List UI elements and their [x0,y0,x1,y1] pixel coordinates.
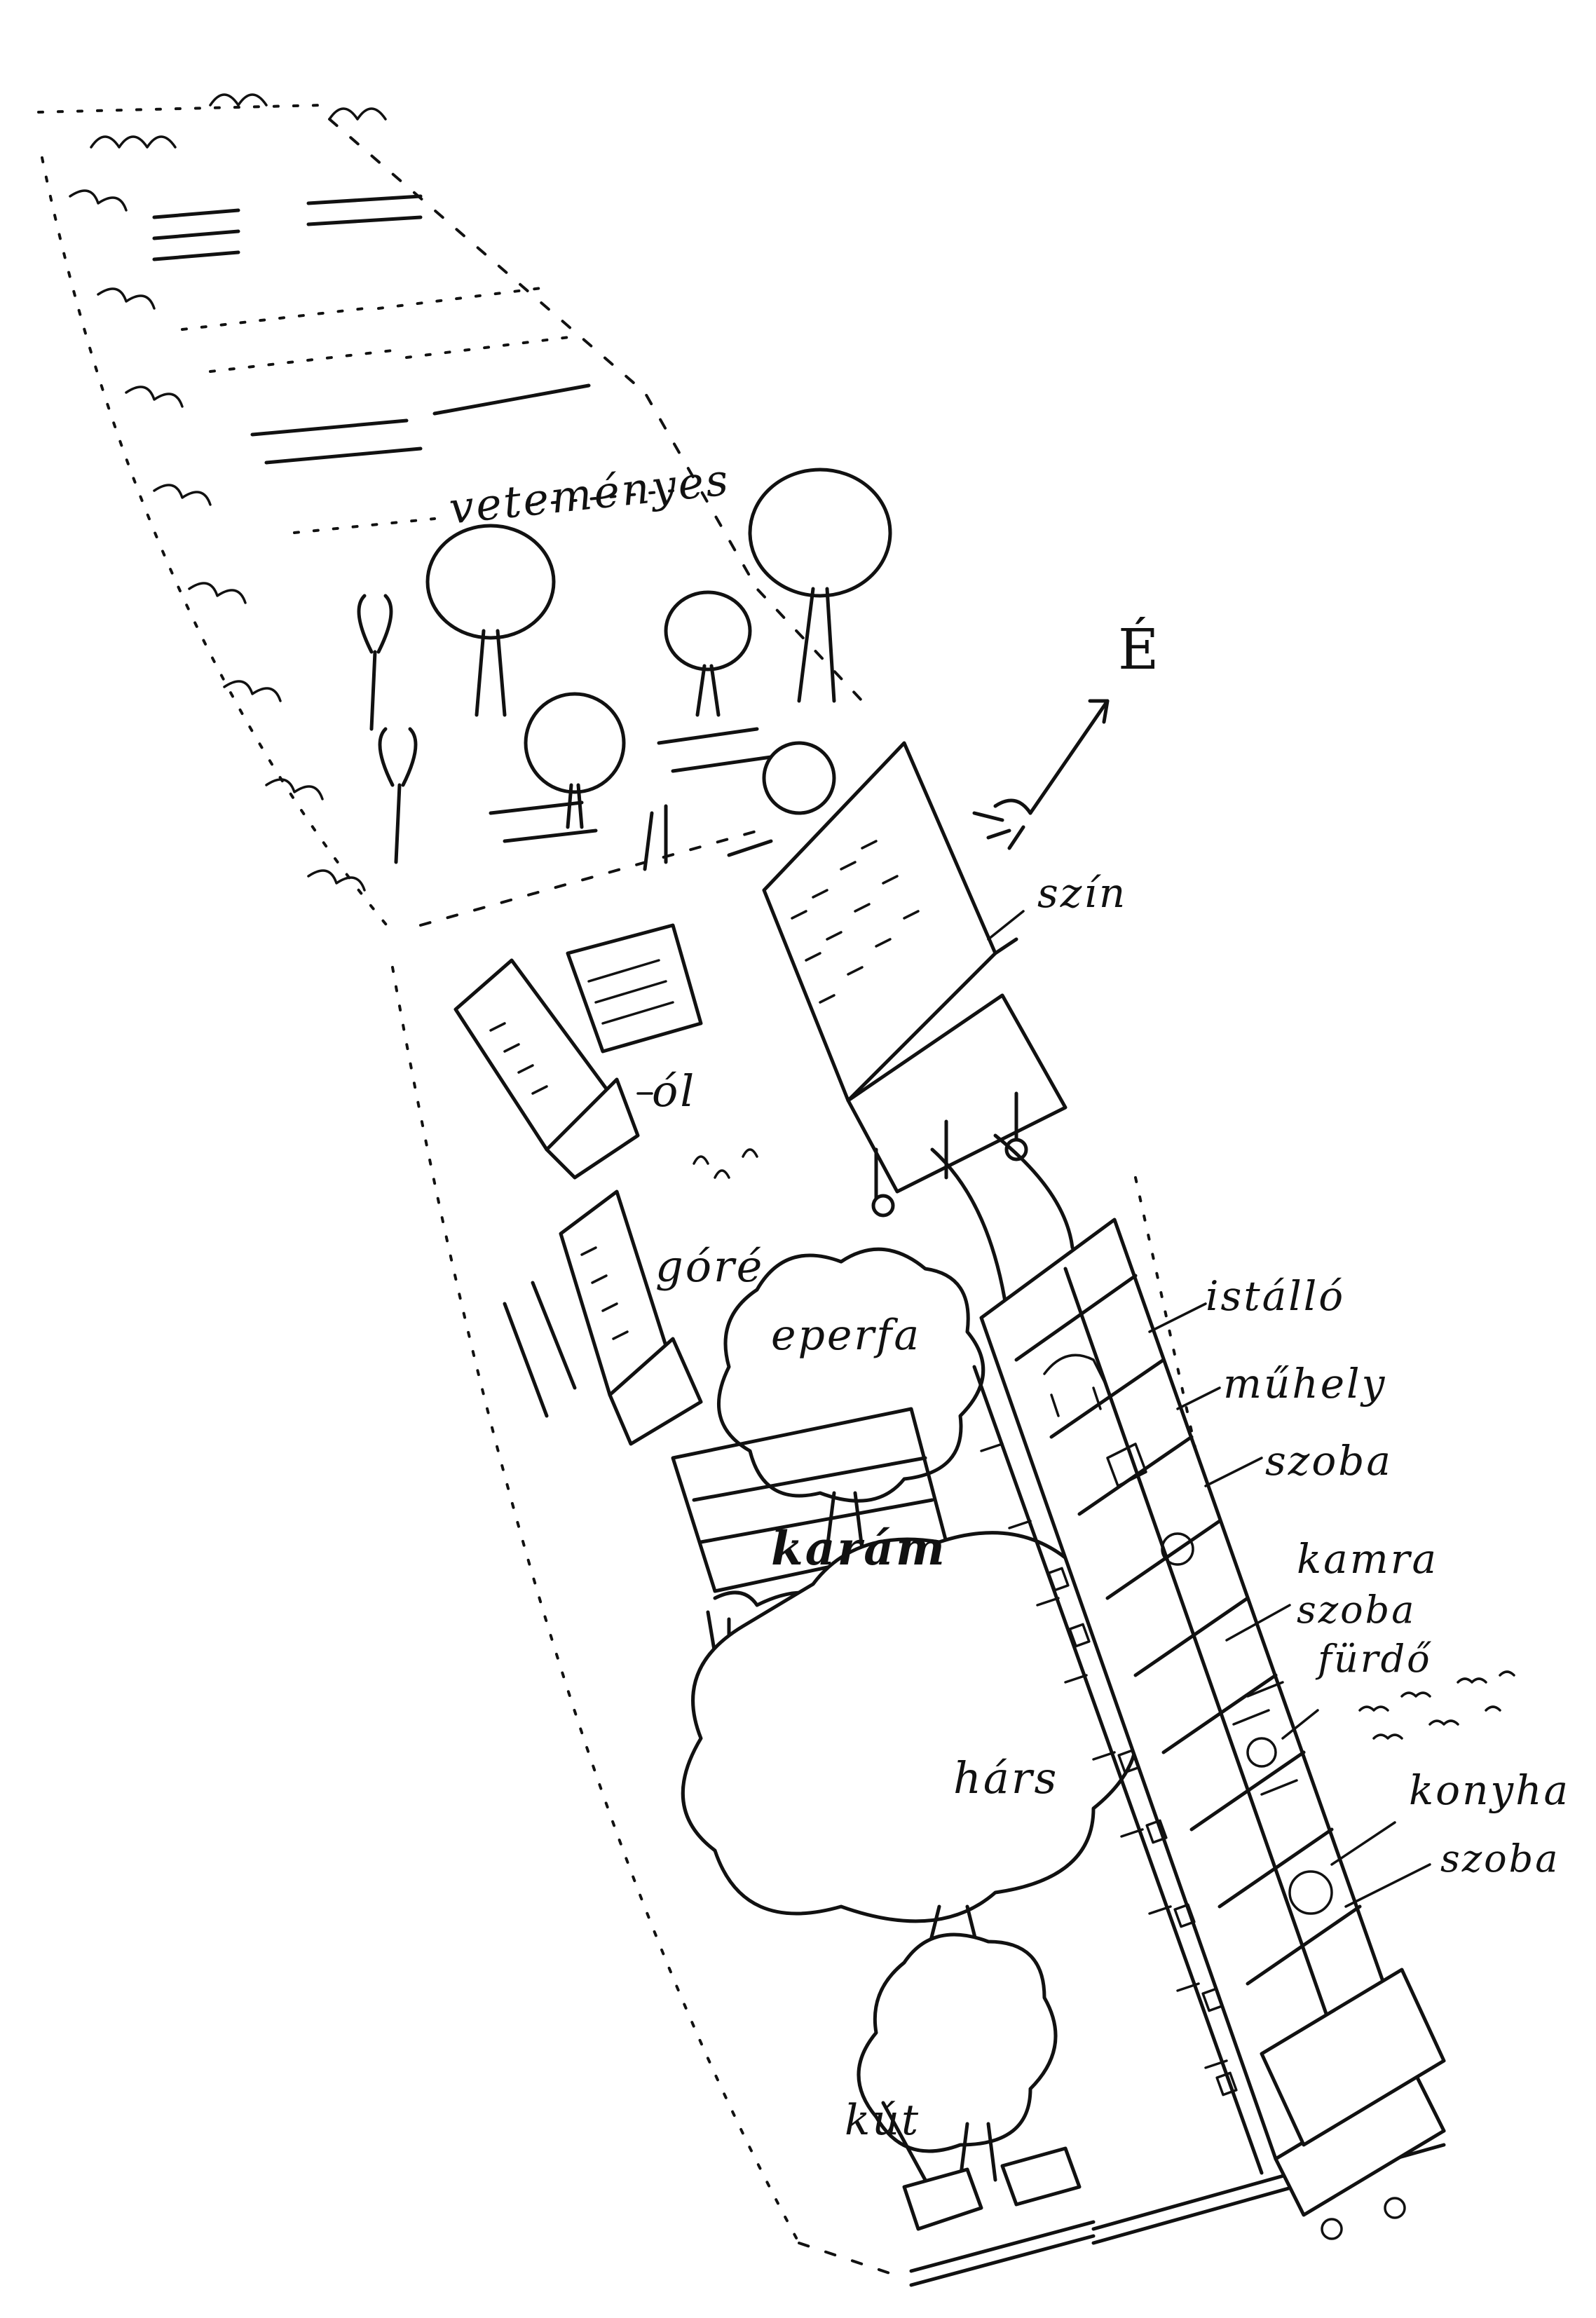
tree [425,524,556,717]
yard-birds [693,1148,758,1179]
garden-hedge [90,93,864,702]
label-shed: szín [1037,869,1128,917]
label-leaders [636,910,1431,1908]
house-windows [1047,1567,1238,2097]
label-corn-crib: góré [655,1241,765,1292]
tree [378,727,418,864]
pigsty-ol [453,923,703,1180]
tree [664,590,752,717]
plot-boundary [37,104,1284,2244]
label-room-3: szoba [1440,1836,1560,1881]
mulberry-tree-eperfa [717,1247,985,1551]
left-edge-bushes [69,189,366,892]
label-pigsty: ól [652,1065,697,1117]
shed-szin [762,741,1068,1218]
label-room-2: szoba [1297,1588,1417,1632]
tree [748,468,892,703]
label-stable: istálló [1206,1272,1346,1320]
garden-fence [419,804,773,927]
label-kitchen: konyha [1409,1766,1571,1814]
tree [524,692,626,829]
north-arrow-hand-icon [972,699,1110,850]
label-mulberry-tree: eperfa [771,1311,922,1360]
label-workshop: műhely [1223,1360,1387,1407]
grass-tufts [1358,1670,1515,1740]
compass-north-label: É [1118,617,1159,682]
tree [357,594,393,731]
corn-crib-gore [503,1189,703,1446]
garden-trees [357,468,892,864]
label-room-1: szoba [1265,1437,1393,1485]
well-tree [857,1932,1058,2182]
label-pantry: kamra [1297,1535,1439,1583]
tree [762,741,836,815]
well-kut [881,2101,1082,2231]
label-well: kút [845,2096,921,2145]
label-linden-tree: hárs [953,1752,1059,1804]
label-corral: karám [771,1521,947,1576]
vegetable-rows [152,194,773,843]
long-house [972,1218,1446,2240]
label-bathroom: fürdő [1318,1637,1432,1681]
